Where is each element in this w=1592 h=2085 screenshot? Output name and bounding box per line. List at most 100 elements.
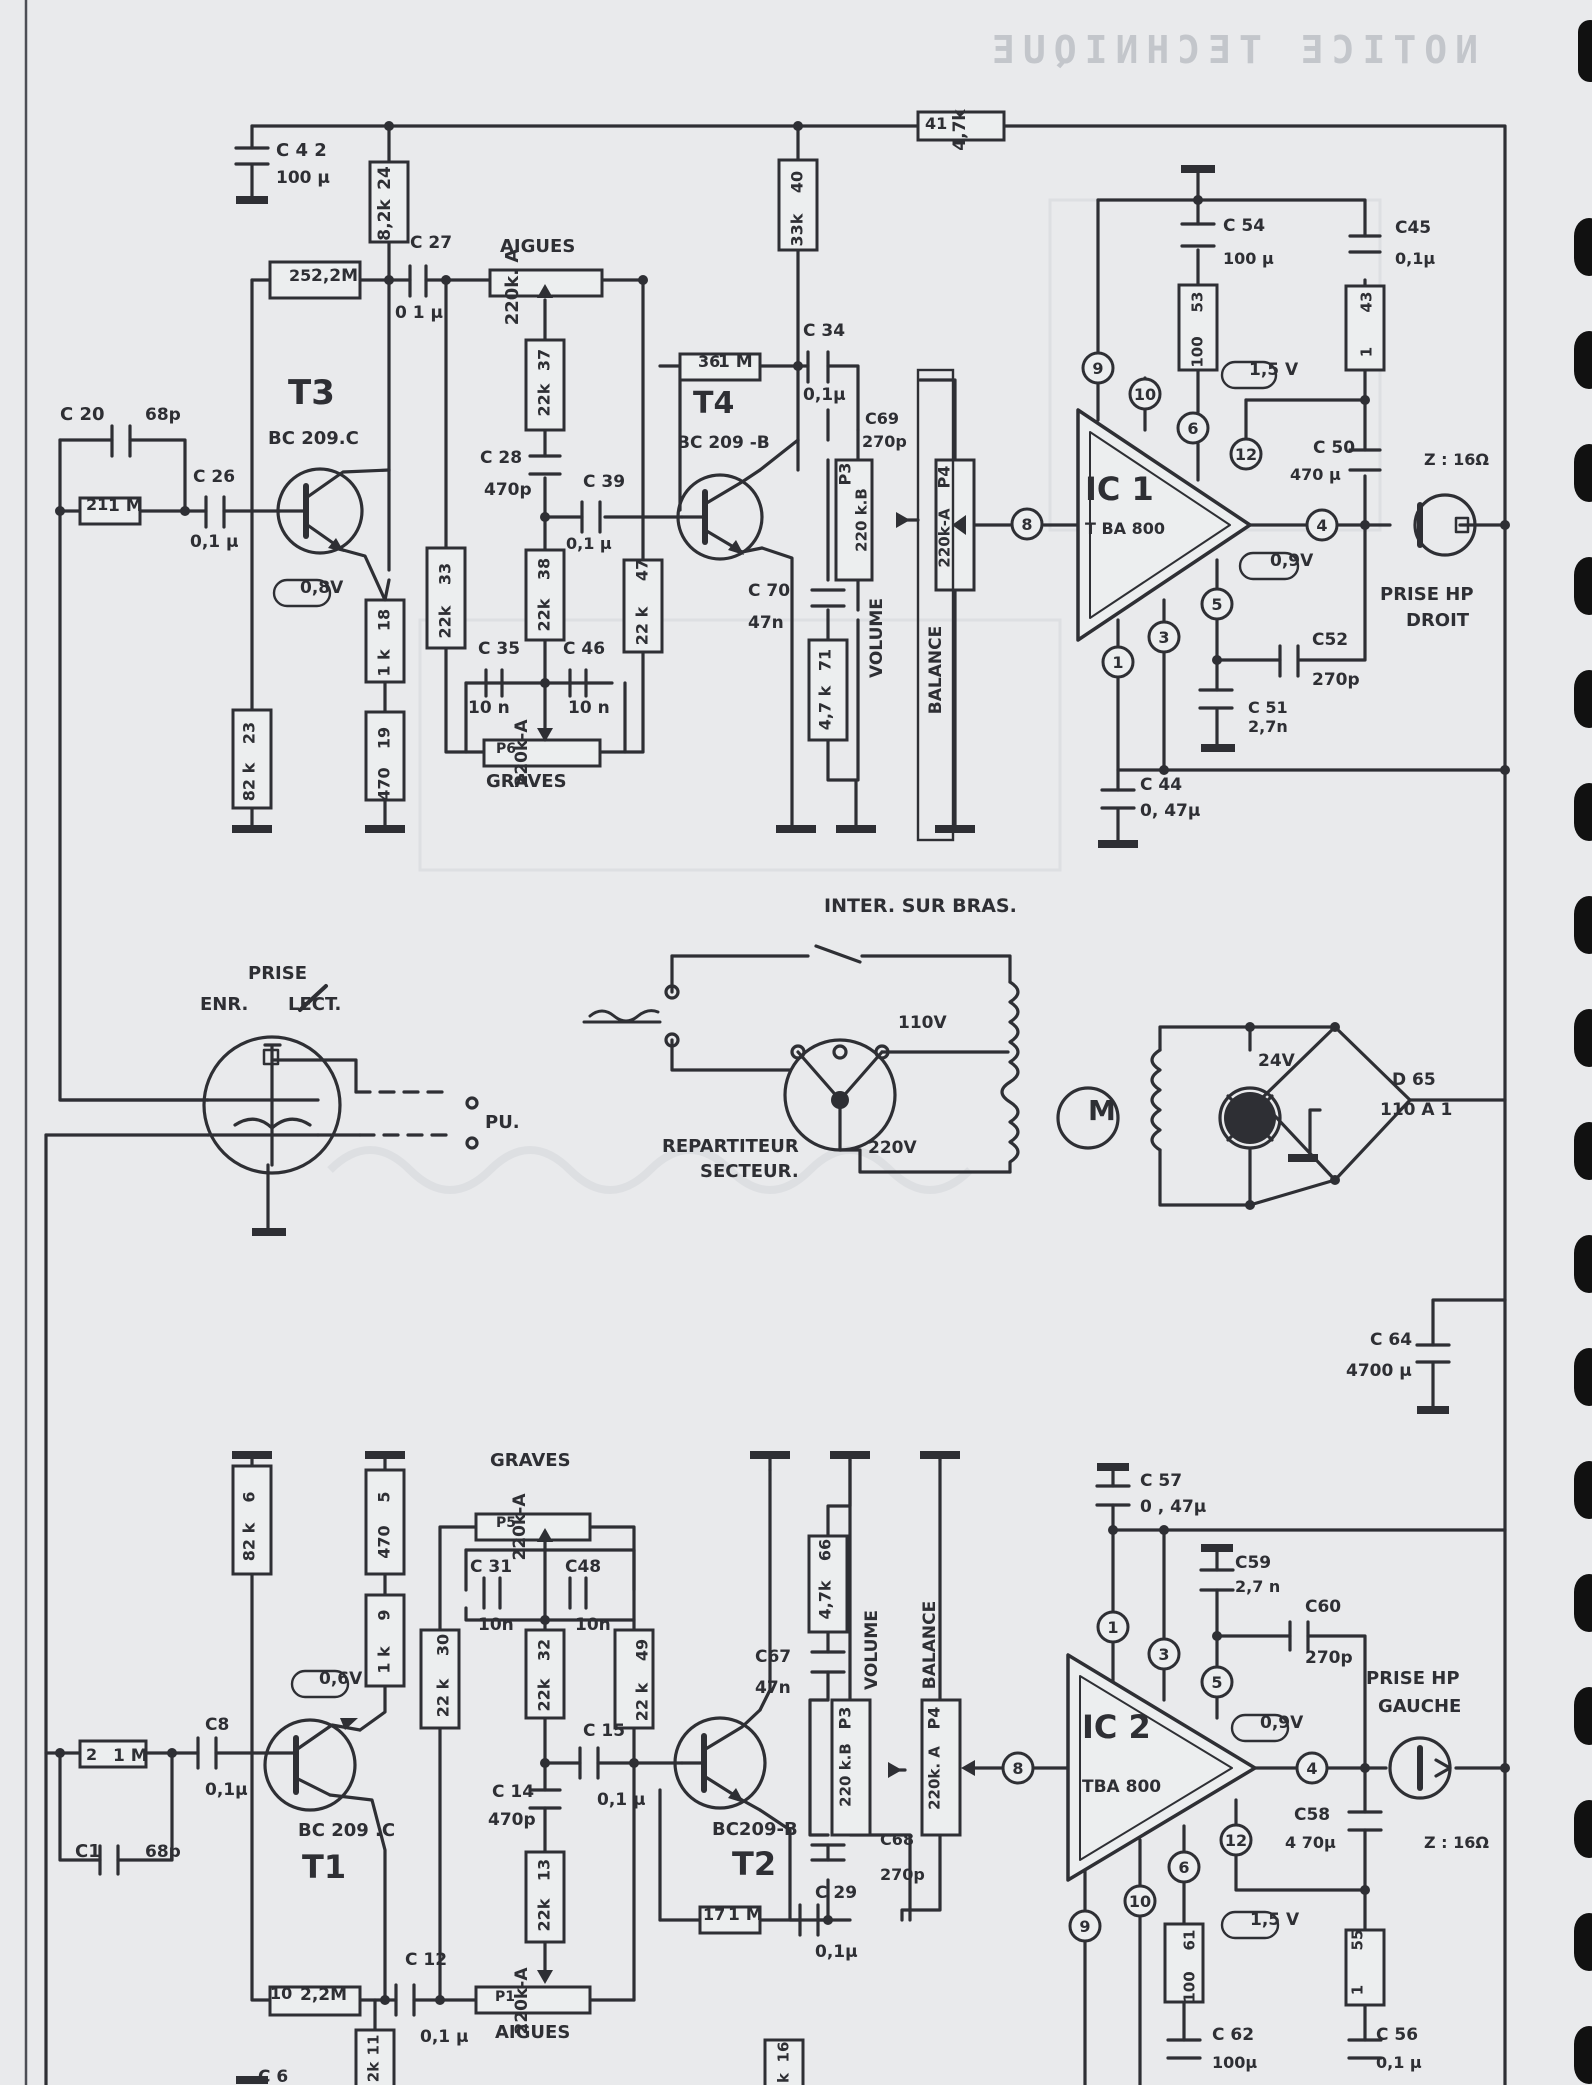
schematic-label: 82 k — [240, 1522, 259, 1561]
schematic-label: 55 — [1349, 1930, 1367, 1951]
schematic-label: C 28 — [480, 448, 522, 468]
transistor-t1 — [263, 1718, 362, 1812]
schematic-label: C 35 — [478, 639, 520, 659]
schematic-label: 100 — [1181, 1971, 1199, 2002]
schematic-label: C 39 — [583, 472, 625, 492]
schematic-label: 53 — [1189, 292, 1207, 313]
schematic-label: 21 — [86, 495, 108, 514]
schematic-label: 0,8V — [300, 578, 344, 598]
schematic-label: 220 k.B — [837, 1743, 855, 1807]
schematic-label: 30 — [434, 1634, 453, 1656]
schematic-label: 0 1 µ — [395, 303, 443, 323]
upper-capacitors — [110, 146, 1382, 810]
schematic-label: 2,2M — [300, 1985, 347, 2005]
schematic-label: 2 — [86, 1745, 97, 1764]
schematic-label: P3 — [836, 463, 855, 486]
schematic-label: C 4 2 — [276, 140, 327, 161]
ground-symbols-lower — [232, 1451, 1233, 2084]
schematic-label: 1 — [1349, 1985, 1367, 1995]
schematic-label: 0 , 47µ — [1140, 1497, 1206, 1517]
schematic-label: C 26 — [193, 467, 235, 487]
ic-pin: 9 — [1068, 1909, 1102, 1943]
transistor-t3 — [276, 467, 391, 602]
upper-channel-wiring — [58, 124, 1507, 1302]
schematic-label: C 34 — [803, 321, 845, 341]
schematic-label: 100 — [1189, 336, 1207, 367]
schematic-label: 0,1 µ — [190, 532, 239, 552]
schematic-label: C 56 — [1376, 2025, 1418, 2045]
schematic-label: 2,2M — [311, 266, 358, 286]
binding-holes — [1574, 20, 1592, 2084]
schematic-label: 33 — [436, 563, 455, 585]
voltage-ovals — [272, 360, 1300, 1940]
schematic-label: 68p — [145, 405, 181, 425]
schematic-label: P3 — [836, 1707, 855, 1730]
schematic-label: BALANCE — [926, 626, 946, 714]
ic-pin-number: 1 — [1112, 653, 1123, 672]
schematic-label: C 51 — [1248, 698, 1288, 717]
schematic-label: 0,9V — [1270, 551, 1314, 571]
ic-pin-number: 6 — [1178, 1858, 1189, 1877]
schematic-label: 0,6V — [319, 1669, 363, 1689]
schematic-label: Z : 16Ω — [1424, 450, 1489, 469]
schematic-label: C45 — [1395, 218, 1431, 238]
schematic-label: 0,1µ — [205, 1780, 248, 1800]
schematic-label: P4 — [925, 1707, 944, 1730]
schematic-label: C68 — [880, 1830, 914, 1849]
schematic-label: 8,2k — [375, 199, 395, 241]
schematic-label: 66 — [816, 1539, 835, 1561]
schematic-label: GAUCHE — [1378, 1696, 1461, 1717]
schematic-label: D 65 — [1392, 1070, 1436, 1090]
schematic-label: k — [775, 2072, 793, 2083]
schematic-label: 270p — [880, 1865, 925, 1884]
ic-pin-number: 3 — [1158, 1645, 1169, 1664]
schematic-label: 22k — [535, 1898, 554, 1931]
schematic-label: C1 — [75, 1841, 101, 1862]
schematic-label: TBA 800 — [1082, 1777, 1161, 1797]
schematic-label: 470 — [375, 1525, 394, 1558]
schematic-label: 470 — [375, 767, 394, 800]
ic2-amplifier — [1066, 1653, 1452, 1882]
ic-pin: 3 — [1147, 1637, 1181, 1671]
schematic-label: 16 — [775, 2042, 793, 2063]
c64-capacitor — [1415, 1298, 1507, 2085]
upper-junctions — [55, 121, 1510, 775]
ic1-amplifier — [1076, 408, 1477, 642]
schematic-label: T3 — [288, 373, 335, 413]
schematic-label: 0,1µ — [1395, 249, 1435, 268]
schematic-label: 110 A 1 — [1380, 1100, 1452, 1120]
schematic-label: C 15 — [583, 1721, 625, 1741]
transistor-t2 — [673, 1708, 767, 1812]
schematic-label: 22k — [535, 1678, 554, 1711]
schematic-label: 470p — [488, 1810, 536, 1830]
schematic-label: C 27 — [410, 233, 452, 253]
ic-pin: 1 — [1096, 1610, 1130, 1644]
ic-pin-number: 12 — [1235, 445, 1257, 464]
schematic-label: M — [1088, 1094, 1116, 1127]
schematic-label: C 54 — [1223, 216, 1265, 236]
schematic-label: 10 n — [468, 698, 510, 718]
schematic-label: GRAVES — [490, 1450, 571, 1471]
schematic-label: 71 — [816, 649, 835, 671]
schematic-label: 220k-A — [936, 508, 954, 568]
schematic-label: 6 — [240, 1491, 259, 1502]
schematic-label: C59 — [1235, 1553, 1271, 1573]
transistor-t4 — [676, 468, 764, 561]
schematic-label: 22 k — [633, 1682, 652, 1721]
schematic-label: 220V — [868, 1138, 917, 1158]
schematic-label: 0,1 µ — [597, 1790, 646, 1810]
schematic-label: 5 — [375, 1491, 394, 1502]
schematic-label: 47 — [633, 559, 652, 581]
ic-pin-number: 5 — [1211, 1673, 1222, 1692]
schematic-label: DROIT — [1406, 610, 1470, 631]
schematic-label: 0,1µ — [803, 385, 846, 405]
ic-pin-number: 8 — [1021, 515, 1032, 534]
ic-pin-number: 3 — [1158, 628, 1169, 647]
schematic-label: 4,7k — [950, 109, 970, 151]
lower-components — [78, 1464, 1386, 2085]
schematic-label: 10 n — [568, 698, 610, 718]
ic-pin: 4 — [1305, 508, 1339, 542]
schematic-label: BALANCE — [920, 1601, 940, 1689]
ic-pin-number: 9 — [1092, 359, 1103, 378]
schematic-label: 22k — [535, 383, 554, 416]
